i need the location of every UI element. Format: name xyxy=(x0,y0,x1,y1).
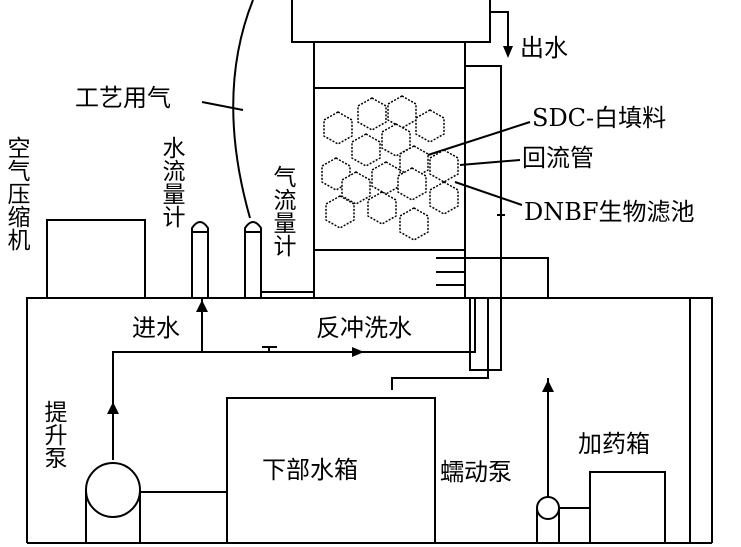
dosing-pipe-top xyxy=(436,257,549,298)
process-air-label: 工艺用气 xyxy=(75,84,171,112)
air-flowmeter-body xyxy=(244,221,262,298)
backwash-pipe xyxy=(202,298,476,353)
outlet-label: 出水 xyxy=(520,34,568,62)
air-compressor-box xyxy=(46,219,146,299)
outlet-trough xyxy=(291,0,491,43)
water-flowmeter-body xyxy=(191,221,209,298)
lift-pump-body xyxy=(85,462,141,518)
dnbf-label: DNBF生物滤池 xyxy=(524,198,695,226)
outlet-pipe xyxy=(490,11,509,48)
filter-media xyxy=(321,95,459,241)
lift-pump-label: 提升泵 xyxy=(40,400,66,469)
water-flowmeter-label: 水流量计 xyxy=(158,136,184,228)
lift-arrow xyxy=(107,402,119,414)
lower-tank-label: 下部水箱 xyxy=(262,456,358,484)
return-pipe-label: 回流管 xyxy=(522,144,594,172)
peristaltic-pump-body xyxy=(536,496,560,520)
inlet-label: 进水 xyxy=(132,314,180,342)
backwash-arrow xyxy=(352,347,364,357)
peristaltic-pump-label: 蠕动泵 xyxy=(440,458,512,486)
dosing-tank-label: 加药箱 xyxy=(578,430,650,458)
process-air-line xyxy=(232,0,254,219)
air-compressor-label: 空气压缩机 xyxy=(3,136,29,251)
return-pipe xyxy=(465,65,502,371)
inlet-arrow xyxy=(196,300,208,312)
air-flowmeter-label: 气流量计 xyxy=(269,165,295,257)
outlet-arrow xyxy=(503,46,513,58)
dosing-tank xyxy=(589,471,666,544)
filler-label: SDC-白填料 xyxy=(532,104,667,132)
dosing-arrow xyxy=(542,380,554,392)
backwash-label: 反冲洗水 xyxy=(316,314,412,342)
drain-pipe xyxy=(391,298,489,390)
